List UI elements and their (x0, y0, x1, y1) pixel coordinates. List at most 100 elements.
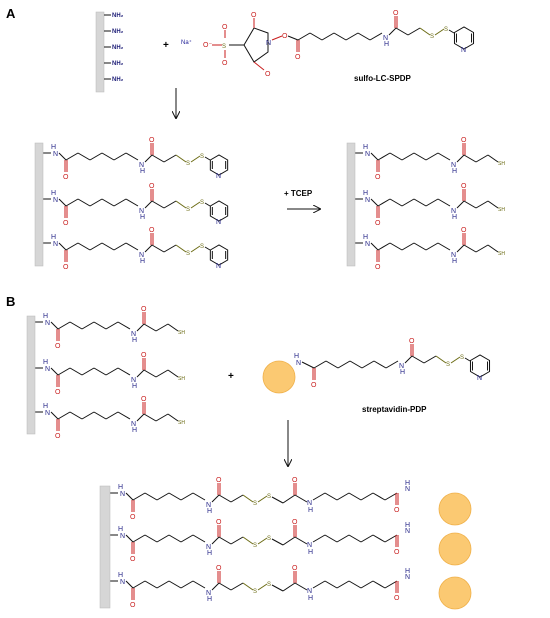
plus-sign: + (163, 40, 169, 51)
oxygen-label: O (141, 396, 147, 403)
sulfur-label: S (186, 251, 190, 257)
amide-n-label: N (451, 162, 456, 169)
panel-label-a: A (6, 6, 16, 21)
amide-n-label: N (307, 500, 312, 507)
spdp-surface-slab (34, 142, 44, 267)
oxygen-label: O (141, 306, 147, 313)
nh2-label: NH₂ (112, 77, 124, 83)
oxygen-label: O (409, 338, 415, 345)
nh2-label: NH₂ (112, 29, 124, 35)
sulfur-label: S (200, 244, 204, 250)
oxygen-label: O (63, 264, 69, 271)
sulfur-label: S (200, 200, 204, 206)
sulfur-label: S (186, 207, 190, 213)
thiol-surface-slab (346, 142, 356, 267)
oxygen-label: O (265, 71, 271, 78)
streptavidin-pdp-label: streptavidin-PDP (362, 405, 427, 414)
oxygen-label: O (394, 549, 400, 556)
amide-h-label: H (118, 484, 123, 491)
oxygen-label: O (149, 227, 155, 234)
amide-n-label: N (405, 574, 410, 581)
oxygen-label: O (292, 477, 298, 484)
streptavidin-sphere (262, 360, 296, 394)
amide-h-label: H (384, 41, 389, 48)
amide-h-label: H (51, 190, 56, 197)
amide-h-label: H (43, 403, 48, 410)
amide-n-label: N (405, 486, 410, 493)
amide-n-label: N (131, 421, 136, 428)
amine-groups: NH₂ NH₂ NH₂ NH₂ NH₂ (104, 13, 124, 83)
pyridine-n-label: N (461, 47, 466, 54)
amide-h-label: H (363, 144, 368, 151)
oxygen-label: O (130, 514, 136, 521)
panel-label-b: B (6, 294, 15, 309)
amide-h-label: H (207, 550, 212, 557)
amide-n-label: N (451, 208, 456, 215)
sulfur-label: S (446, 362, 450, 368)
amide-h-label: H (43, 313, 48, 320)
amide-n-label: N (399, 363, 404, 370)
amide-n-label: N (365, 197, 370, 204)
amide-h-label: H (118, 526, 123, 533)
oxygen-label: O (216, 477, 222, 484)
conjugate-surface-slab (99, 485, 111, 609)
sulfur-label: S (460, 355, 464, 361)
amide-h-label: H (207, 596, 212, 603)
nitrogen-label: N (266, 40, 271, 47)
sulfur-label: S (253, 589, 257, 595)
amide-h-label: H (132, 427, 137, 434)
amide-n-label: N (53, 197, 58, 204)
amide-h-label: H (118, 572, 123, 579)
sulfonate-s-label: S (222, 44, 226, 50)
amide-h-label: H (363, 190, 368, 197)
amide-n-label: N (120, 491, 125, 498)
amide-n-label: N (131, 331, 136, 338)
oxygen-label: O (149, 183, 155, 190)
thiol-label: SH (498, 161, 505, 167)
sulfur-label: S (253, 501, 257, 507)
amide-h-label: H (452, 258, 457, 265)
amide-n-label: N (139, 162, 144, 169)
sulfur-label: S (267, 582, 271, 588)
pyridine-n-label: N (216, 219, 221, 226)
amide-h-label: H (43, 359, 48, 366)
amide-n-label: N (307, 542, 312, 549)
sulfo-nhs-group: O⁻ S O O O O N O (203, 12, 299, 78)
nh2-label: NH₂ (112, 13, 124, 19)
pyridine-n-label: N (216, 263, 221, 270)
streptavidin-sphere (438, 532, 472, 566)
oxygen-label: O (461, 227, 467, 234)
sulfur-label: S (267, 536, 271, 542)
amide-h-label: H (308, 549, 313, 556)
oxygen-minus-label: O⁻ (203, 42, 212, 49)
amide-n-label: N (120, 533, 125, 540)
sulfur-label: S (430, 34, 434, 40)
amide-n-label: N (45, 320, 50, 327)
thiol-label: SH (498, 207, 505, 213)
nh2-label: NH₂ (112, 61, 124, 67)
sulfo-lc-spdp-label: sulfo-LC-SPDP (354, 74, 412, 83)
oxygen-label: O (55, 389, 61, 396)
amide-n-label: N (45, 410, 50, 417)
sodium-ion-label: Na⁺ (181, 39, 192, 46)
amide-h-label: H (308, 507, 313, 514)
amide-n-label: N (383, 35, 388, 42)
amide-h-label: H (294, 353, 299, 360)
thiol-label: SH (178, 420, 185, 426)
molecule-structures: HNONHOSSNHNONHOSSNHNONHOSSNHNONHOSHHNONH… (35, 10, 505, 609)
amide-n-label: N (53, 151, 58, 158)
oxygen-label: O (216, 565, 222, 572)
oxygen-label: O (292, 565, 298, 572)
thiol-surface-slab-b (26, 315, 36, 435)
oxygen-label: O (295, 54, 301, 61)
